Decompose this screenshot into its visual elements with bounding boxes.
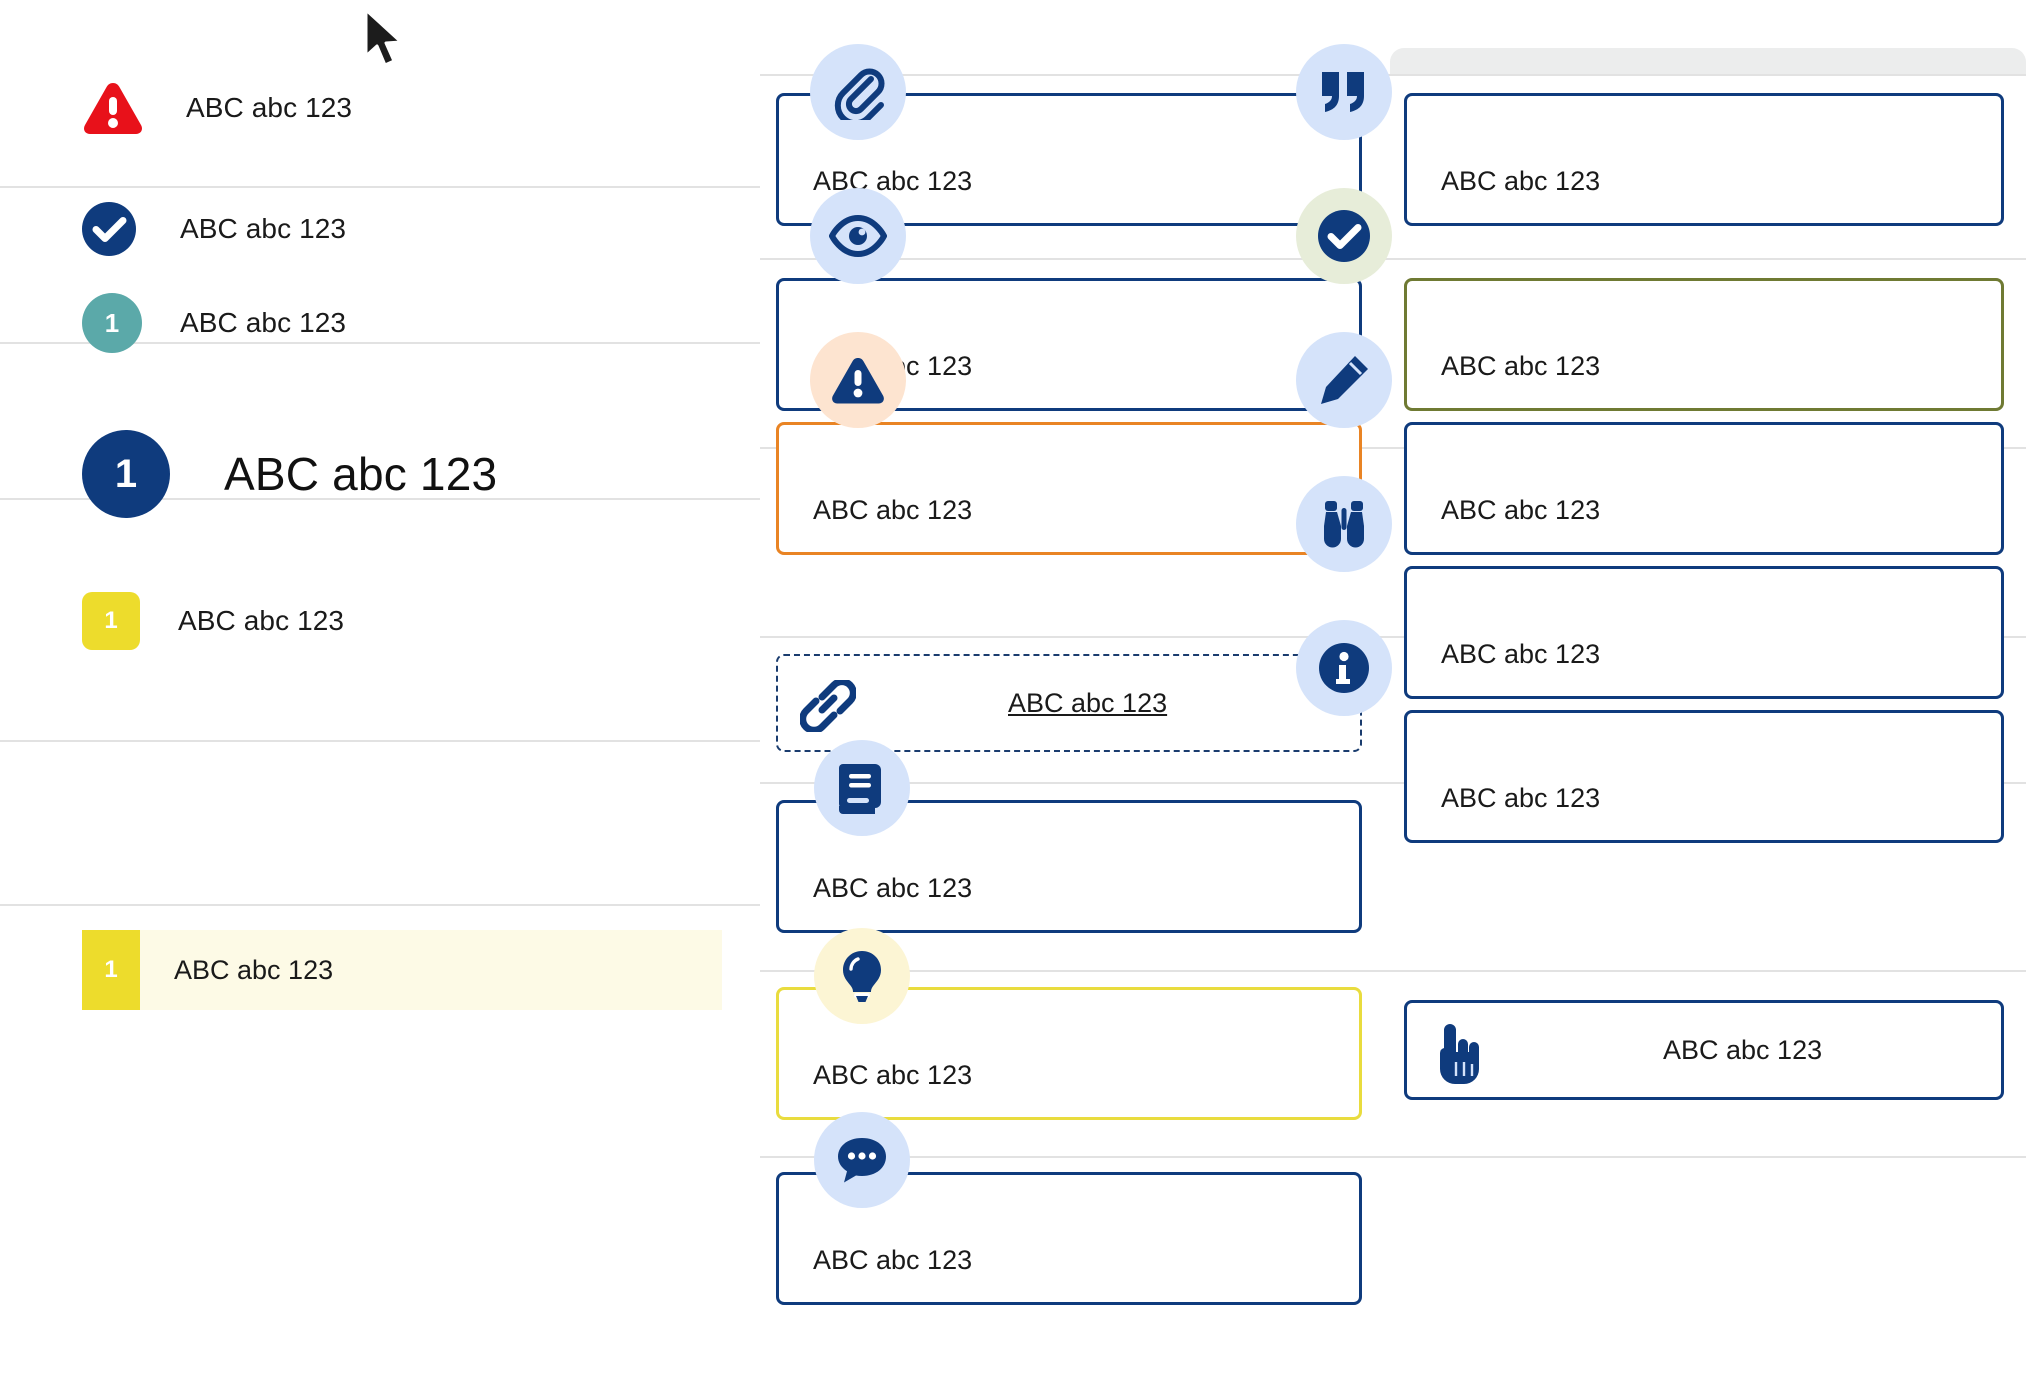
card-link-label[interactable]: ABC abc 123: [1008, 687, 1168, 718]
info-circle-icon: [1296, 620, 1392, 716]
paperclip-icon: [810, 44, 906, 140]
warning-triangle-icon: [810, 332, 906, 428]
card-link[interactable]: ABC abc 123: [776, 654, 1362, 752]
divider: [0, 186, 760, 188]
card-label: ABC abc 123: [1663, 1034, 1823, 1065]
pencil-icon: [1296, 332, 1392, 428]
link-icon: [800, 680, 856, 732]
sidebar-list: ABC abc 123 ABC abc 123 1 ABC abc 123 1 …: [0, 0, 760, 1392]
background-sheet: [1390, 48, 2026, 74]
card-label: ABC abc 123: [813, 1060, 973, 1090]
number-badge-yellow: 1: [82, 592, 140, 650]
number-badge-teal: 1: [82, 293, 142, 353]
divider: [0, 904, 760, 906]
number-badge-yellow-flat: 1: [82, 930, 140, 1010]
sidebar-item-label: ABC abc 123: [186, 92, 353, 123]
divider: [760, 1156, 2026, 1158]
card-label: ABC abc 123: [1441, 351, 1601, 381]
quote-icon: [1296, 44, 1392, 140]
sidebar-item-check[interactable]: ABC abc 123: [82, 202, 346, 256]
sidebar-item-label: ABC abc 123: [174, 954, 334, 985]
warning-triangle-icon: [82, 80, 144, 136]
card-pointing-hand[interactable]: ABC abc 123: [1404, 1000, 2004, 1100]
book-icon: [814, 740, 910, 836]
comment-icon: [814, 1112, 910, 1208]
card-check[interactable]: ABC abc 123: [1404, 278, 2004, 411]
divider: [760, 447, 2026, 449]
sidebar-item-label: ABC abc 123: [224, 448, 498, 500]
card-book[interactable]: ABC abc 123: [776, 800, 1362, 933]
sidebar-item-navy-badge-large[interactable]: 1 ABC abc 123: [82, 430, 497, 518]
divider: [760, 636, 2026, 638]
number-badge-navy-large: 1: [82, 430, 170, 518]
card-label: ABC abc 123: [1441, 783, 1601, 813]
card-quote[interactable]: ABC abc 123: [1404, 93, 2004, 226]
card-label: ABC abc 123: [813, 1245, 973, 1275]
card-warning[interactable]: ABC abc 123: [776, 422, 1362, 555]
divider: [760, 970, 2026, 972]
divider: [760, 782, 2026, 784]
card-binoculars[interactable]: ABC abc 123: [1404, 566, 2004, 699]
card-label: ABC abc 123: [813, 873, 973, 903]
mouse-pointer-icon: [362, 8, 408, 70]
sidebar-item-teal-badge[interactable]: 1 ABC abc 123: [82, 293, 346, 353]
divider: [0, 498, 760, 500]
sidebar-item-yellow-badge[interactable]: 1 ABC abc 123: [82, 592, 344, 650]
divider: [0, 740, 760, 742]
sidebar-item-label: ABC abc 123: [180, 213, 347, 244]
card-pencil[interactable]: ABC abc 123: [1404, 422, 2004, 555]
check-circle-icon: [82, 202, 136, 256]
pointing-hand-icon: [1428, 1022, 1484, 1084]
divider: [0, 342, 760, 344]
sidebar-item-label: ABC abc 123: [178, 605, 345, 636]
divider: [760, 258, 2026, 260]
card-label: ABC abc 123: [1441, 639, 1601, 669]
binoculars-icon: [1296, 476, 1392, 572]
check-circle-icon: [1296, 188, 1392, 284]
sidebar-item-label: ABC abc 123: [180, 307, 347, 338]
sidebar-item-highlighted[interactable]: 1 ABC abc 123: [82, 930, 722, 1010]
card-label: ABC abc 123: [813, 495, 973, 525]
lightbulb-icon: [814, 928, 910, 1024]
divider: [760, 74, 2026, 76]
card-label: ABC abc 123: [1441, 166, 1601, 196]
card-label: ABC abc 123: [1441, 495, 1601, 525]
eye-icon: [810, 188, 906, 284]
sidebar-item-warning[interactable]: ABC abc 123: [82, 80, 352, 136]
card-info[interactable]: ABC abc 123: [1404, 710, 2004, 843]
